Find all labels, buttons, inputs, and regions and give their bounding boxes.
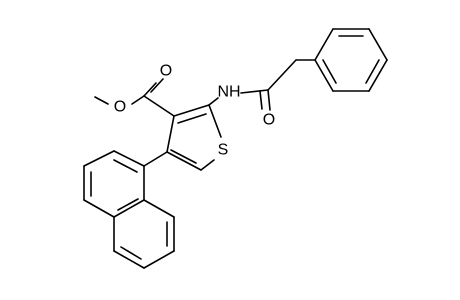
naph-inner-5 xyxy=(120,246,142,260)
atom-label-oxygen-ether: O xyxy=(114,99,126,116)
atom-label-oxygen-carbonyl: O xyxy=(160,63,172,80)
phenylacetamide-group xyxy=(208,59,316,111)
bond-c2-s xyxy=(208,104,222,138)
bond-nh-carbonyl xyxy=(240,89,269,94)
atom-label-amide-nh: NH xyxy=(217,84,240,101)
phenyl-inner-2 xyxy=(365,59,380,84)
naph-inner-1 xyxy=(113,159,138,173)
atom-label-sulfur: S xyxy=(218,142,229,159)
bond-carbonyl-ch2 xyxy=(267,59,297,91)
phenyl-bond-3 xyxy=(368,28,388,61)
bond-c4-naphthyl xyxy=(143,151,168,167)
naph-inner-3 xyxy=(117,198,139,211)
phenyl-bond-6 xyxy=(314,59,334,92)
bond-carbonyl-c-o-2 xyxy=(150,78,164,93)
bond-c4-c3 xyxy=(166,115,175,153)
bond-s-c5 xyxy=(200,159,215,171)
bond-c3-c2 xyxy=(173,104,210,117)
bond-c5-c4-inner xyxy=(170,149,197,164)
naph-bond-7 xyxy=(143,199,175,218)
bond-c5-c4 xyxy=(166,151,202,171)
naph-bond-1 xyxy=(113,150,145,167)
bond-oether-methyl xyxy=(94,96,109,105)
bond-carbonyl-c-oether xyxy=(131,95,145,105)
bond-c2-nh xyxy=(208,97,219,106)
bond-c3-c2-inner xyxy=(177,113,207,124)
phenyl-bond-1 xyxy=(314,28,334,61)
naph-bond-4 xyxy=(83,199,115,218)
bond-carbonyl-c-o-1 xyxy=(143,82,157,97)
atom-label-oxygen-amide: O xyxy=(263,112,275,129)
naph-bond-10 xyxy=(113,250,145,269)
bond-ring-carbonyl xyxy=(143,95,175,117)
phenyl-inner-3 xyxy=(322,59,337,84)
thiophene-ring xyxy=(166,104,222,171)
ester-group xyxy=(94,78,175,117)
phenyl-bond-4 xyxy=(368,59,388,92)
phenyl-ring xyxy=(314,28,388,92)
naphthalene-ring xyxy=(83,150,175,269)
bond-amide-c-o-2 xyxy=(259,90,263,110)
naph-bond-5 xyxy=(113,199,145,218)
bond-amide-c-o-1 xyxy=(267,89,271,111)
naph-bond-2 xyxy=(83,150,115,167)
naph-bond-9 xyxy=(143,250,175,269)
